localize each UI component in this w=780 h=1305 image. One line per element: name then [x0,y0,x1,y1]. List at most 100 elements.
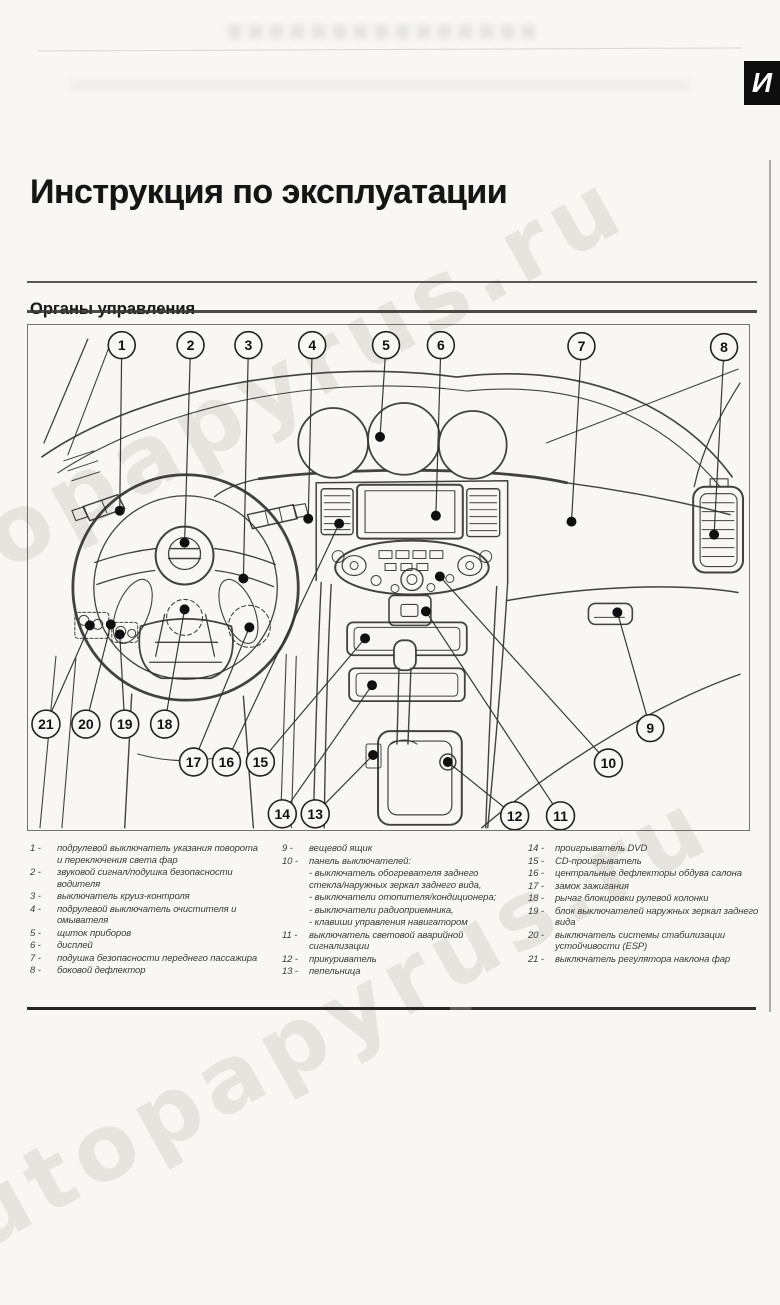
legend-item: 14 -проигрыватель DVD [528,843,648,854]
section-title: Органы управления [30,299,196,318]
center-stack [315,480,509,584]
legend-subitem: - клавиши управления навигатором [309,917,468,928]
bottom-rule [27,1007,756,1010]
callout-17: 17 [178,747,209,777]
scan-smear-artifact [70,82,690,89]
display-screen [356,483,464,540]
legend-item: 20 -выключатель системы стабилизации уст… [528,929,726,953]
svg-text:5: 5 [382,337,390,353]
legend-item: 5 -щиток приборов [30,927,132,939]
callout-leader-lines [45,345,725,817]
legend-subitem: - выключатели радиоприемника, [309,904,454,916]
glovebox-handle [587,602,634,626]
callout-6: 6 [426,330,456,360]
hazard-switch-box [388,594,432,627]
legend-subitem: - выключатель обогревателя заднего стекл… [309,868,482,891]
callout-10: 10 [593,748,624,778]
legend-item: 4 -подрулевой выключатель очистителя и о… [30,903,237,927]
svg-text:15: 15 [253,754,269,770]
climate-control-panel [331,539,493,596]
scanned-manual-page: { "page": { "tab_letter": "И", "title": … [0,24,780,1305]
chapter-tab: И [744,61,780,105]
legend-item: 9 -вещевой ящик [282,843,373,854]
callout-4: 4 [297,330,327,360]
svg-text:13: 13 [307,806,323,822]
gear-shifter-gate [377,730,463,826]
legend-item: 12 -прикуриватель [282,953,377,965]
callout-1: 1 [107,330,137,360]
svg-text:6: 6 [437,337,445,353]
legend-item: 17 -замок зажигания [528,880,629,892]
callout-20: 20 [71,709,101,739]
legend-item: 10 -панель выключателей: [282,855,411,867]
callout-dots [84,431,720,767]
svg-text:10: 10 [601,755,617,771]
legend-item: 19 -блок выключателей наружных зеркал за… [528,905,759,929]
passenger-side-dash [481,478,745,829]
svg-text:19: 19 [117,716,133,732]
legend-item: 16 -центральные дефлекторы обдува салона [528,868,742,879]
section-rule-bottom [27,310,757,313]
svg-text:20: 20 [78,716,94,732]
ashtray [365,743,382,769]
svg-text:16: 16 [219,754,235,770]
callout-16: 16 [211,747,242,777]
dashboard-diagram-figure: 1 2 3 4 5 6 7 8 9 10 11 12 13 14 15 16 1… [27,324,750,831]
legend-item: 1 -подрулевой выключатель указания повор… [30,843,258,866]
svg-text:9: 9 [646,720,654,736]
instrument-cluster [297,402,508,480]
callout-badges: 1 2 3 4 5 6 7 8 9 10 11 12 13 14 15 16 1… [31,330,739,830]
svg-text:3: 3 [245,337,253,353]
callout-18: 18 [149,709,180,739]
callout-13: 13 [300,799,330,829]
column-lock-outline [166,598,204,636]
svg-text:2: 2 [187,337,195,353]
callout-8: 8 [709,332,739,362]
svg-text:18: 18 [157,716,173,732]
legend: 1 -подрулевой выключатель указания повор… [30,843,762,979]
svg-text:14: 14 [275,806,291,822]
dashboard-line-drawing: 1 2 3 4 5 6 7 8 9 10 11 12 13 14 15 16 1… [31,330,745,830]
callout-14: 14 [267,799,298,829]
svg-text:4: 4 [308,337,316,353]
legend-column-3: 14 -проигрыватель DVD 15 -CD-проигрывате… [528,843,762,979]
svg-text:11: 11 [553,808,568,824]
svg-text:8: 8 [720,339,728,355]
legend-item: 6 -дисплей [30,940,93,951]
legend-item: 8 -боковой дефлектор [30,965,146,976]
callout-9: 9 [636,713,665,743]
callout-3: 3 [234,330,263,360]
callout-15: 15 [245,747,276,777]
svg-text:21: 21 [38,716,54,732]
ignition-lock-outline [227,604,271,648]
cigarette-lighter [439,753,457,771]
svg-text:1: 1 [118,337,126,353]
gear-shifter-knob [393,639,417,672]
legend-item: 3 -выключатель круиз-контроля [30,891,190,902]
callout-12: 12 [499,801,530,830]
legend-item: 7 -подушка безопасности переднего пассаж… [30,952,258,964]
side-air-vent [692,485,745,574]
callout-21: 21 [31,709,61,739]
page-title: Инструкция по эксплуатации [30,172,508,211]
legend-subitem: - выключатели отопителя/кондиционера; [309,892,497,903]
legend-item: 18 -рычаг блокировки рулевой колонки [528,893,709,904]
callout-5: 5 [371,330,401,360]
legend-column-1: 1 -подрулевой выключатель указания повор… [30,843,282,979]
svg-text:17: 17 [186,754,202,770]
section-rule-top [27,281,757,283]
legend-column-2: 9 -вещевой ящик 10 -панель выключателей:… [282,843,528,979]
page-edge-shadow [769,160,771,1012]
callout-11: 11 [545,801,576,830]
legend-item: 11 -выключатель световой аварийной сигна… [282,929,464,953]
legend-item: 2 -звуковой сигнал/подушка безопасности … [30,867,233,890]
center-console [279,581,509,829]
legend-item: 21 -выключатель регулятора наклона фар [528,953,731,965]
chapter-tab-letter: И [751,67,773,98]
scan-bleedthrough-artifact [228,24,536,39]
callout-7: 7 [567,331,596,361]
callout-19: 19 [109,709,140,739]
scan-line-artifact [38,47,742,52]
svg-text:12: 12 [507,808,523,824]
svg-text:7: 7 [578,338,586,354]
